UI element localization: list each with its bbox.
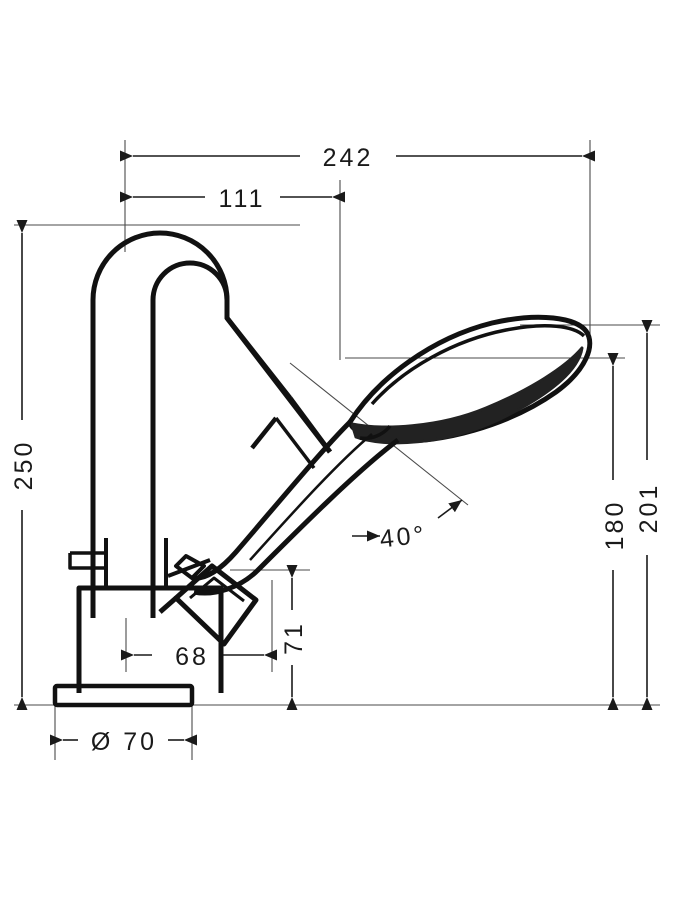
dimension-shower-height: 201 xyxy=(635,320,663,710)
dimension-holder-height: 71 xyxy=(280,565,308,710)
dimension-spout-reach: 111 xyxy=(120,185,345,213)
holder-bracket-inner xyxy=(189,576,245,603)
spout-outlet-face xyxy=(287,396,333,454)
base-escutcheon xyxy=(52,683,195,708)
spout-outlet-tip xyxy=(250,416,278,450)
spout-inner-profile xyxy=(150,260,292,618)
shower-handle-lower-edge xyxy=(193,438,400,596)
dimension-label-71: 71 xyxy=(280,621,308,655)
dimension-overall-width: 242 xyxy=(120,144,595,172)
holder-stem xyxy=(158,596,178,614)
dimension-shower-height-lower: 180 xyxy=(601,353,629,710)
faucet-product-outline xyxy=(52,230,333,708)
dimension-body-width: 68 xyxy=(121,643,277,671)
holder-lip xyxy=(167,558,211,578)
dimension-label-201: 201 xyxy=(635,483,663,534)
shower-holder-cradle xyxy=(158,558,259,647)
dimension-label-diameter-70: Ø 70 xyxy=(91,728,157,756)
dimension-overall-height: 250 xyxy=(10,220,38,710)
extension-lines xyxy=(14,140,660,760)
dimension-base-diameter: Ø 70 xyxy=(50,728,197,756)
shower-handle-upper-edge xyxy=(191,420,352,581)
dimension-label-40-degrees: 40° xyxy=(378,521,427,554)
shower-handle-inner-rib xyxy=(249,433,373,561)
spout-outer-profile xyxy=(90,230,332,618)
hand-shower xyxy=(174,314,593,596)
dimension-label-180: 180 xyxy=(601,500,629,551)
dimension-shower-angle: 40° xyxy=(289,362,469,554)
mixer-column xyxy=(104,538,168,588)
dimension-label-111: 111 xyxy=(218,185,265,213)
shower-head-handle-notch xyxy=(359,424,392,441)
shower-head-spray-face xyxy=(350,346,584,445)
dimension-label-250: 250 xyxy=(10,440,38,491)
holder-bracket-outer xyxy=(173,563,259,647)
mixer-body xyxy=(76,585,224,693)
shower-head-rib-upper xyxy=(370,324,586,406)
dimension-label-68: 68 xyxy=(175,643,209,671)
control-lever-tab xyxy=(68,553,106,570)
dimension-label-242: 242 xyxy=(323,144,374,172)
spout-outlet-bevel xyxy=(274,416,316,470)
